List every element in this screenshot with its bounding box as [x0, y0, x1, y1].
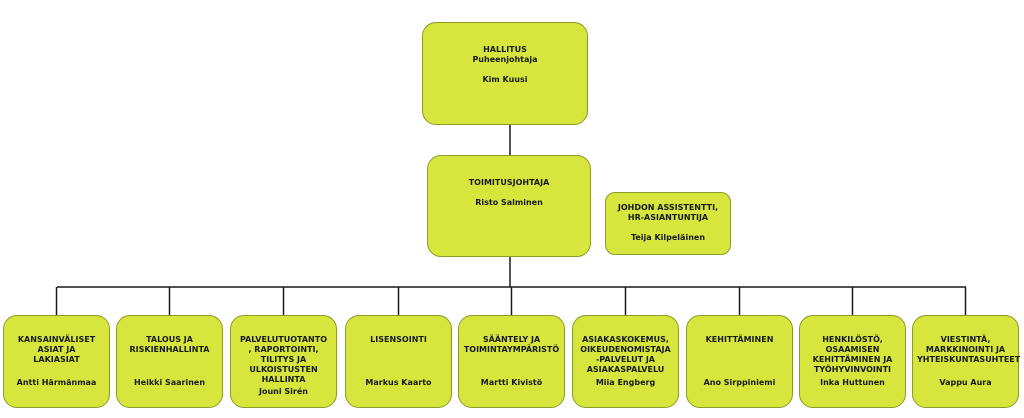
node-ceo: TOIMITUSJOHTAJA Risto Salminen — [427, 155, 591, 257]
node-title: KEHITTÄMINEN — [705, 335, 774, 344]
node-person: Markus Kaarto — [365, 378, 432, 387]
unit-service-production: PALVELUTUOTANTO , RAPORTOINTI, TILITYS J… — [230, 315, 337, 408]
node-board: HALLITUS Puheenjohtaja Kim Kuusi — [422, 22, 588, 125]
unit-development: KEHITTÄMINEN Ano Sirppiniemi — [686, 315, 793, 408]
unit-customer-experience: ASIAKASKOKEMUS, OIKEUDENOMISTAJA -PALVEL… — [572, 315, 679, 408]
node-title: HENKILÖSTÖ, OSAAMISEN KEHITTÄMINEN JA TY… — [812, 335, 893, 374]
node-person: Kim Kuusi — [482, 75, 528, 84]
node-person: Vappu Aura — [939, 378, 992, 387]
node-title: SÄÄNTELY JA TOIMINTAYMPÄRISTÖ — [463, 335, 560, 354]
node-assistant: JOHDON ASSISTENTTI, HR-ASIANTUNTIJA Teij… — [605, 192, 731, 255]
node-person: Teija Kilpeläinen — [630, 233, 706, 242]
node-person: Ano Sirppiniemi — [703, 378, 776, 387]
unit-licensing: LISENSOINTI Markus Kaarto — [345, 315, 452, 408]
node-title: HALLITUS Puheenjohtaja — [472, 45, 538, 64]
node-title: JOHDON ASSISTENTTI, HR-ASIANTUNTIJA — [617, 203, 719, 222]
node-title: PALVELUTUOTANTO , RAPORTOINTI, TILITYS J… — [239, 335, 327, 384]
node-person: Risto Salminen — [475, 198, 543, 207]
unit-regulation-environment: SÄÄNTELY JA TOIMINTAYMPÄRISTÖ Martti Kiv… — [458, 315, 565, 408]
unit-finance-risk: TALOUS JA RISKIENHALLINTA Heikki Saarine… — [116, 315, 223, 408]
unit-personnel: HENKILÖSTÖ, OSAAMISEN KEHITTÄMINEN JA TY… — [799, 315, 906, 408]
node-person: Miia Engberg — [595, 378, 656, 387]
connector-drops — [55, 287, 967, 315]
node-title: ASIAKASKOKEMUS, OIKEUDENOMISTAJA -PALVEL… — [580, 335, 671, 374]
node-person: Inka Huttunen — [820, 378, 885, 387]
node-title: LISENSOINTI — [370, 335, 427, 344]
node-title: VIESTINTÄ, MARKKINOINTI JA YHTEISKUNTASU… — [917, 335, 1021, 364]
unit-international-legal: KANSAINVÄLISET ASIAT JA LAKIASIAT Antti … — [3, 315, 110, 408]
node-person: Heikki Saarinen — [133, 378, 206, 387]
unit-communications: VIESTINTÄ, MARKKINOINTI JA YHTEISKUNTASU… — [912, 315, 1021, 408]
node-person: Jouni Sirén — [259, 387, 308, 396]
node-person: Martti Kivistö — [480, 378, 543, 387]
node-title: TALOUS JA RISKIENHALLINTA — [129, 335, 210, 354]
node-title: TOIMITUSJOHTAJA — [468, 178, 550, 187]
node-person: Antti Härmänmaa — [16, 378, 97, 387]
node-title: KANSAINVÄLISET ASIAT JA LAKIASIAT — [17, 335, 96, 364]
